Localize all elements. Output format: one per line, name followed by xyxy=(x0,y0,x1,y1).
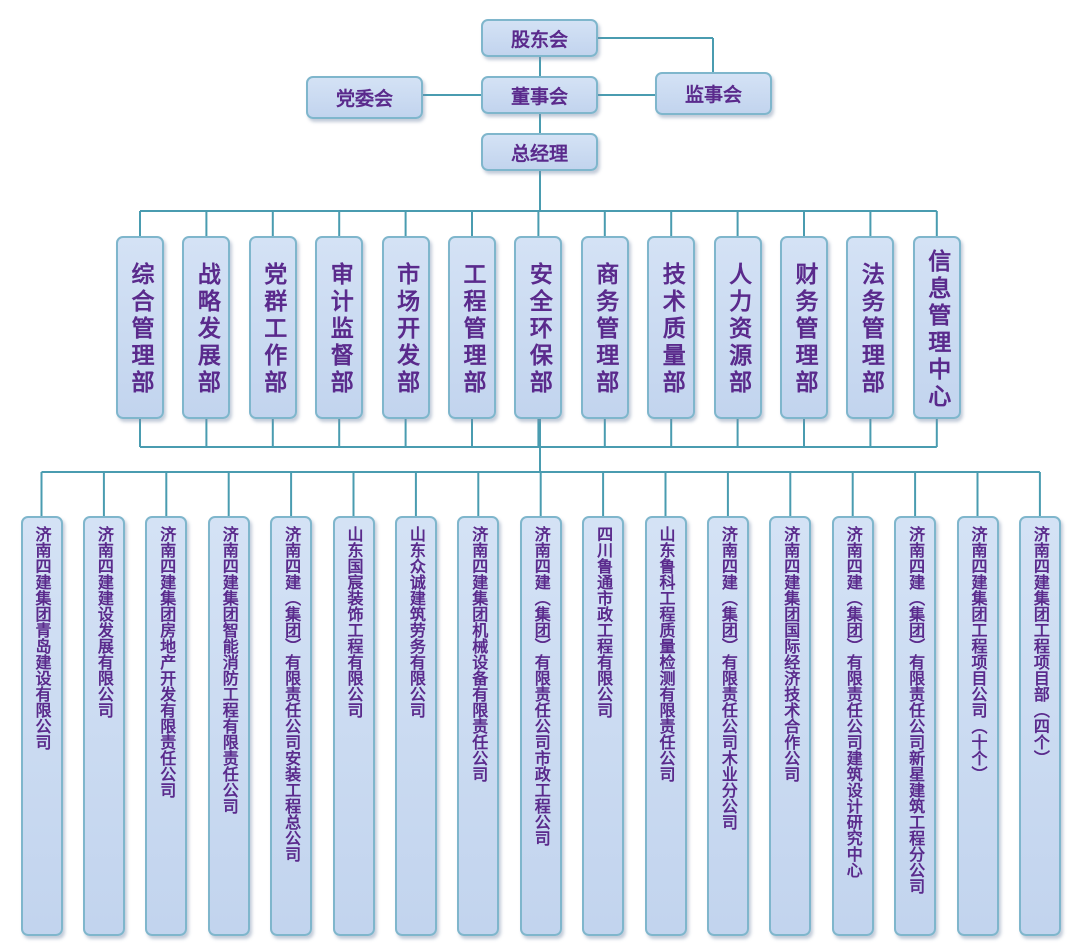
supervisors-box: 监事会 xyxy=(655,72,772,115)
subsidiary-box: 济南四建集团青岛建设有限公司 xyxy=(20,516,63,936)
party-committee-label: 党委会 xyxy=(335,88,393,110)
subsidiary-box: 四川鲁通市政工程有限公司 xyxy=(582,516,625,936)
department-label: 审计监督部 xyxy=(326,262,353,397)
department-box: 人力资源部 xyxy=(713,236,762,419)
subsidiary-label: 济南四建（集团）有限责任公司建筑设计研究中心 xyxy=(843,526,863,878)
subsidiary-box: 济南四建（集团）有限责任公司木业分公司 xyxy=(706,516,749,936)
department-label: 人力资源部 xyxy=(724,262,751,397)
department-label: 信息管理中心 xyxy=(923,248,950,411)
subsidiary-label: 济南四建（集团）有限责任公司木业分公司 xyxy=(718,526,738,830)
department-label: 战略发展部 xyxy=(193,262,220,397)
subsidiary-box: 济南四建建设发展有限公司 xyxy=(82,516,125,936)
subsidiary-box: 济南四建（集团）有限责任公司建筑设计研究中心 xyxy=(831,516,874,936)
subsidiary-box: 济南四建（集团）有限责任公司新星建筑工程分公司 xyxy=(894,516,937,936)
department-box: 审计监督部 xyxy=(315,236,364,419)
subsidiary-box: 济南四建（集团）有限责任公司市政工程公司 xyxy=(519,516,562,936)
subsidiary-box: 山东众诚建筑劳务有限公司 xyxy=(394,516,437,936)
department-box: 市场开发部 xyxy=(381,236,430,419)
department-box: 信息管理中心 xyxy=(912,236,961,419)
subsidiary-label: 济南四建（集团）有限责任公司新星建筑工程分公司 xyxy=(906,526,926,894)
subsidiary-label: 济南四建集团房地产开发有限责任公司 xyxy=(157,526,177,798)
department-box: 财务管理部 xyxy=(780,236,828,419)
department-label: 综合管理部 xyxy=(127,262,153,397)
subsidiary-box: 济南四建集团机械设备有限责任公司 xyxy=(457,516,500,936)
party-committee-box: 党委会 xyxy=(306,76,423,119)
department-box: 法务管理部 xyxy=(846,236,895,419)
department-label: 党群工作部 xyxy=(259,262,286,397)
subsidiary-label: 山东众诚建筑劳务有限公司 xyxy=(406,526,426,718)
subsidiary-label: 山东鲁科工程质量检测有限责任公司 xyxy=(656,526,676,782)
shareholders-label: 股东会 xyxy=(510,28,568,51)
subsidiary-box: 济南四建集团工程项目公司（十个） xyxy=(956,516,999,936)
shareholders-box: 股东会 xyxy=(481,19,598,57)
department-box: 商务管理部 xyxy=(580,236,629,419)
subsidiary-label: 济南四建集团青岛建设有限公司 xyxy=(32,526,52,750)
subsidiary-label: 济南四建集团智能消防工程有限责任公司 xyxy=(219,526,239,814)
board-label: 董事会 xyxy=(510,85,568,108)
subsidiary-label: 济南四建（集团）有限责任公司市政工程公司 xyxy=(531,526,551,846)
subsidiary-label: 济南四建集团机械设备有限责任公司 xyxy=(469,526,489,782)
general-manager-label: 总经理 xyxy=(510,142,568,165)
subsidiary-box: 济南四建（集团）有限责任公司安装工程总公司 xyxy=(270,516,313,936)
department-label: 安全环保部 xyxy=(525,262,552,397)
department-box: 综合管理部 xyxy=(116,236,164,419)
subsidiary-box: 济南四建集团房地产开发有限责任公司 xyxy=(145,516,188,936)
subsidiary-box: 济南四建集团国际经济技术合作公司 xyxy=(769,516,812,936)
department-label: 市场开发部 xyxy=(392,262,419,397)
supervisors-label: 监事会 xyxy=(684,84,742,106)
subsidiary-label: 济南四建（集团）有限责任公司安装工程总公司 xyxy=(282,526,302,862)
subsidiary-box: 济南四建集团智能消防工程有限责任公司 xyxy=(207,516,250,936)
department-label: 商务管理部 xyxy=(591,262,618,397)
department-box: 安全环保部 xyxy=(514,236,563,419)
department-box: 战略发展部 xyxy=(182,236,231,419)
general-manager-box: 总经理 xyxy=(481,133,598,171)
department-label: 技术质量部 xyxy=(658,262,685,397)
subsidiary-box: 山东国宸装饰工程有限公司 xyxy=(332,516,375,936)
subsidiary-box: 山东鲁科工程质量检测有限责任公司 xyxy=(644,516,687,936)
subsidiary-label: 济南四建建设发展有限公司 xyxy=(94,526,114,718)
subsidiary-label: 山东国宸装饰工程有限公司 xyxy=(344,526,364,718)
department-label: 法务管理部 xyxy=(857,262,884,397)
department-box: 党群工作部 xyxy=(248,236,297,419)
department-box: 工程管理部 xyxy=(448,236,496,419)
department-box: 技术质量部 xyxy=(647,236,696,419)
subsidiary-label: 济南四建集团工程项目部（四个） xyxy=(1030,526,1050,766)
subsidiary-label: 济南四建集团工程项目公司（十个） xyxy=(968,526,988,782)
subsidiary-label: 济南四建集团国际经济技术合作公司 xyxy=(781,526,801,782)
subsidiary-label: 四川鲁通市政工程有限公司 xyxy=(594,526,614,718)
board-box: 董事会 xyxy=(481,76,598,114)
department-label: 工程管理部 xyxy=(459,262,485,397)
department-label: 财务管理部 xyxy=(791,262,817,397)
subsidiary-box: 济南四建集团工程项目部（四个） xyxy=(1018,516,1061,936)
